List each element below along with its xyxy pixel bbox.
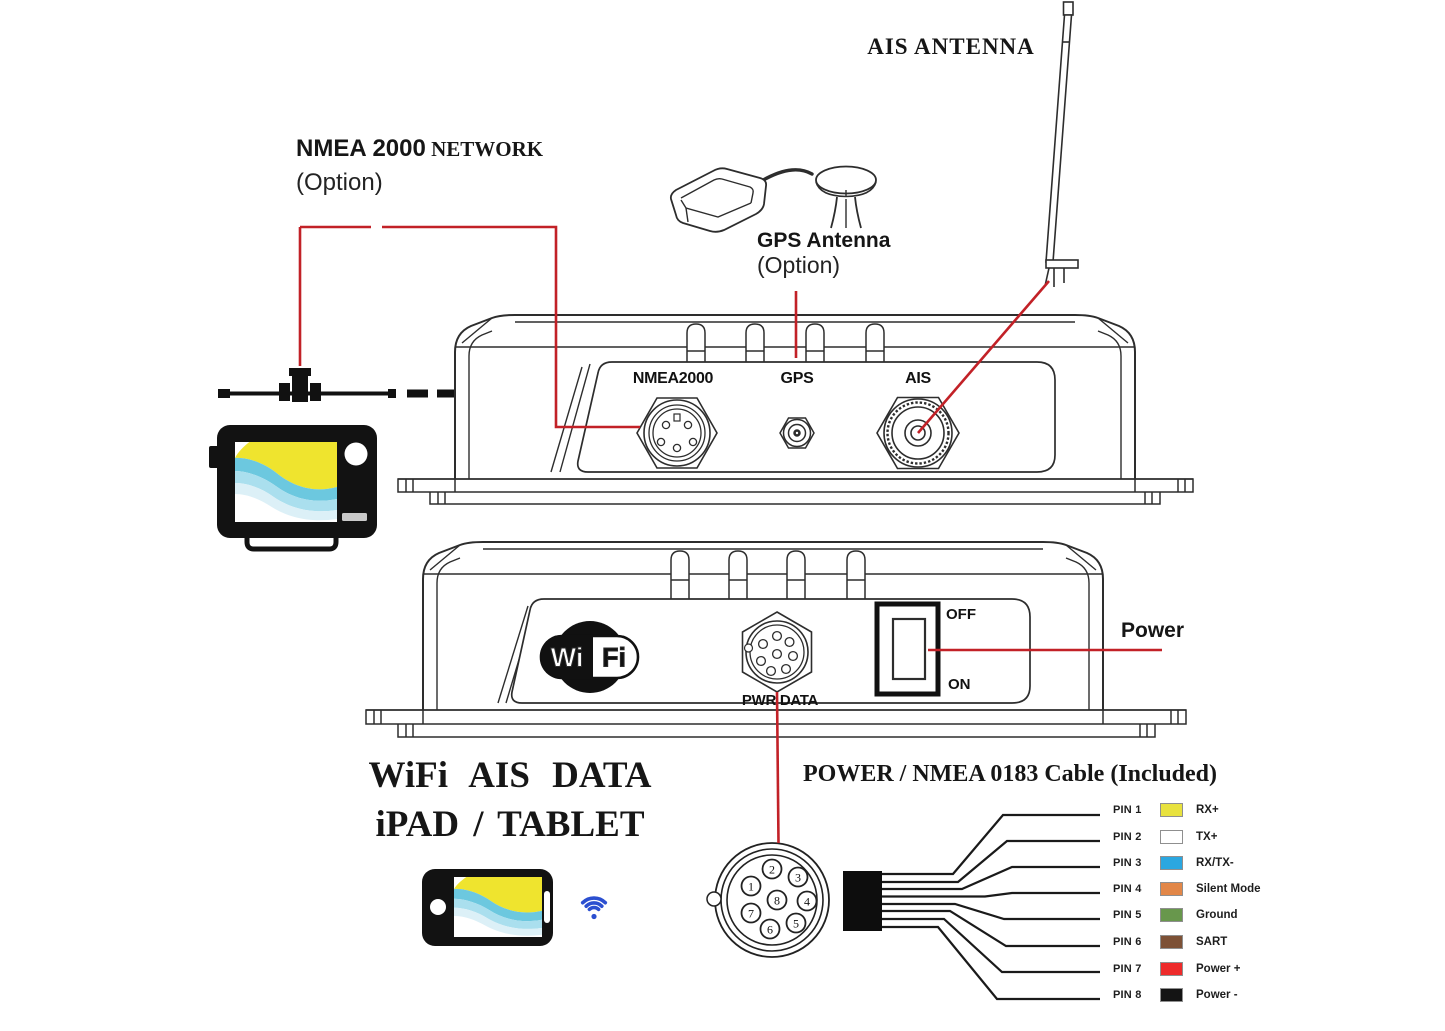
pin-number: 2: [769, 863, 775, 877]
pin-row-2: PIN 2 TX+: [1113, 829, 1217, 845]
nmea2000-tee-connector-drawing: [218, 368, 458, 402]
pin-name: PIN 3: [1113, 857, 1142, 869]
front-ribs: [670, 550, 866, 599]
pin-name: PIN 4: [1113, 883, 1142, 895]
transponder-top-view: [397, 314, 1194, 505]
wire-color-swatch: [1160, 856, 1183, 870]
pin-signal: Power +: [1196, 963, 1241, 975]
wire-color-swatch: [1160, 908, 1183, 922]
pin-row-4: PIN 4 Silent Mode: [1113, 881, 1261, 897]
pin-signal: Ground: [1196, 909, 1238, 921]
pin-row-3: PIN 3 RX/TX-: [1113, 855, 1234, 871]
wifi-logo-wi: Wi: [551, 643, 584, 673]
nmea2000-network-title-serif: NETWORK: [425, 137, 544, 161]
top-ribs: [686, 323, 885, 362]
nmea2000-network-title-bold: NMEA 2000: [296, 135, 426, 162]
pin-row-7: PIN 7 Power +: [1113, 961, 1240, 977]
pin-row-1: PIN 1 RX+: [1113, 802, 1219, 818]
wifi-logo-fi: Fi: [602, 643, 626, 673]
nmea2000-network-title: NMEA 2000 NETWORK: [296, 136, 543, 161]
gps-mushroom-antenna-drawing: [815, 165, 877, 229]
port-label-gps: GPS: [780, 370, 814, 387]
pin-name: PIN 7: [1113, 963, 1142, 975]
pin-signal: Silent Mode: [1196, 883, 1261, 895]
wifi-signal-icon: [580, 896, 608, 920]
power-label: Power: [1121, 619, 1185, 642]
pin-signal: RX/TX-: [1196, 857, 1234, 869]
pin-row-8: PIN 8 Power -: [1113, 987, 1238, 1003]
port-label-ais: AIS: [905, 370, 931, 387]
pin-row-5: PIN 5 Ground: [1113, 907, 1238, 923]
pin-name: PIN 1: [1113, 804, 1142, 816]
wire-color-swatch: [1160, 882, 1183, 896]
wire-color-swatch: [1160, 803, 1183, 817]
pwr-data-connection-line: [775, 691, 780, 844]
gps-port: [779, 417, 815, 449]
switch-label-off: OFF: [946, 606, 976, 623]
chartplotter-drawing: [209, 425, 377, 552]
ipad-tablet-title: iPAD / TABLET: [375, 804, 645, 845]
wire-color-swatch: [1160, 988, 1183, 1002]
pin-signal: SART: [1196, 936, 1228, 948]
pin-name: PIN 2: [1113, 831, 1142, 843]
wifi-logo: Wi Fi: [539, 621, 640, 693]
nmea2000-port: [636, 397, 718, 469]
switch-label-on: ON: [948, 676, 971, 693]
wifi-ais-data-title: WiFi AIS DATA: [368, 755, 652, 796]
tablet-drawing: [422, 869, 608, 946]
pin-name: PIN 6: [1113, 936, 1142, 948]
pin-number: 1: [748, 880, 754, 894]
pin-signal: Power -: [1196, 989, 1238, 1001]
ais-antenna-title: AIS ANTENNA: [867, 34, 1035, 59]
pin-name: PIN 5: [1113, 909, 1142, 921]
cable-wires-drawing: [843, 813, 1100, 1001]
port-label-nmea2000: NMEA2000: [632, 370, 714, 387]
pin-name: PIN 8: [1113, 989, 1142, 1001]
pin-row-6: PIN 6 SART: [1113, 934, 1227, 950]
pin-number: 8: [774, 894, 780, 908]
gps-antenna-option: (Option): [757, 252, 841, 278]
gps-patch-antenna-drawing: [669, 167, 814, 233]
wire-color-swatch: [1160, 935, 1183, 949]
ais-connection-line: [917, 280, 1050, 434]
cable-title: POWER / NMEA 0183 Cable (Included): [803, 761, 1218, 787]
gps-antenna-title: GPS Antenna: [757, 229, 891, 252]
wire-color-swatch: [1160, 830, 1183, 844]
wire-color-swatch: [1160, 962, 1183, 976]
pwr-data-connector-face-drawing: 1 2 3 4 5 6 7 8: [706, 842, 830, 958]
transponder-front-view: Wi Fi: [365, 541, 1187, 738]
pin-number: 5: [793, 917, 799, 931]
ais-antenna-drawing: [1044, 1, 1079, 287]
pin-number: 4: [804, 895, 810, 909]
pin-number: 3: [795, 871, 801, 885]
port-label-pwr-data: PWR DATA: [741, 692, 819, 709]
connection-lines: [298, 225, 1162, 844]
pin-signal: RX+: [1196, 804, 1219, 816]
nmea2000-network-option: (Option): [296, 169, 383, 196]
power-switch: [874, 601, 941, 697]
pin-signal: TX+: [1196, 831, 1218, 843]
pin-number: 6: [767, 923, 773, 937]
mounting-flange-top: [397, 478, 1194, 505]
pin-number: 7: [748, 907, 754, 921]
